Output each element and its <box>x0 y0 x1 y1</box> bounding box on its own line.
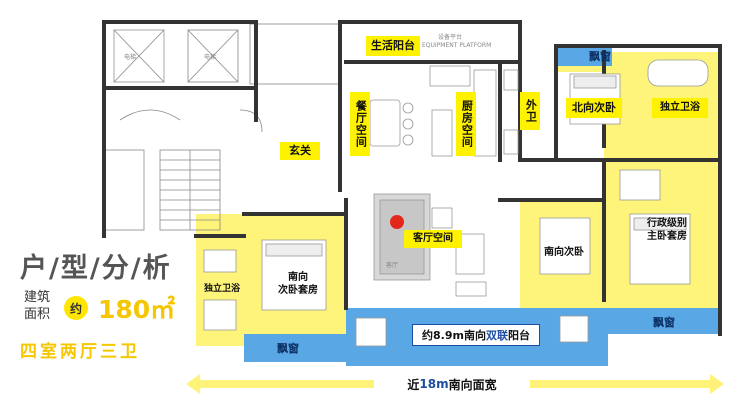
balcony-highlight: 双联 <box>485 329 508 342</box>
room-south-bedroom: 南向次卧 <box>544 247 584 258</box>
area-label-line-1: 建筑 <box>24 290 51 305</box>
furniture <box>203 59 709 347</box>
room-dining: 餐厅空间 <box>350 92 370 156</box>
room-living-balcony: 生活阳台 <box>366 36 420 56</box>
page-title: 户/型/分/析 <box>20 253 172 284</box>
room-north-bedroom: 北向次卧 <box>566 98 622 118</box>
width-value: 18m <box>419 377 449 391</box>
equipment-platform-en-label: EQUIPMENT PLATFORM <box>422 42 492 49</box>
elevator-label-2: 电梯 <box>204 54 217 61</box>
bay-window-bottom-left: 飘窗 <box>277 342 299 355</box>
core-area <box>103 21 341 231</box>
approx-badge: 约 <box>64 296 88 320</box>
room-south-suite: 南向 次卧套房 <box>278 272 318 296</box>
red-position-marker <box>390 215 404 229</box>
balcony-label: 约8.9m南向双联阳台 <box>412 324 540 346</box>
room-master-suite: 行政级别 主卧套房 <box>647 218 687 242</box>
bay-window-bottom-right: 飘窗 <box>653 316 675 329</box>
elevator-label-1: 电梯 <box>124 54 137 61</box>
equipment-platform-label: 设备平台 <box>438 34 463 41</box>
room-living-room: 客厅空间 <box>404 230 462 248</box>
area-label: 建筑 面积 <box>24 290 50 324</box>
balcony-prefix: 约8.9m南向 <box>422 329 486 342</box>
area-value: 180㎡ <box>98 295 176 324</box>
room-guest-bath: 外卫 <box>520 92 540 130</box>
width-prefix: 近 <box>407 377 420 392</box>
feature-text: 四室两厅三卫 <box>20 342 140 362</box>
room-kitchen: 厨房空间 <box>456 92 476 156</box>
width-suffix: 南向面宽 <box>448 377 497 392</box>
bay-window-top: 飘窗 <box>589 50 611 63</box>
room-ensuite-bath-left: 独立卫浴 <box>203 284 240 294</box>
balcony-suffix: 阳台 <box>507 329 530 342</box>
room-entrance: 玄关 <box>280 142 320 160</box>
room-ensuite-bath-right: 独立卫浴 <box>652 98 708 118</box>
area-label-line-2: 面积 <box>24 306 51 322</box>
living-small-label: 客厅 <box>386 262 399 269</box>
